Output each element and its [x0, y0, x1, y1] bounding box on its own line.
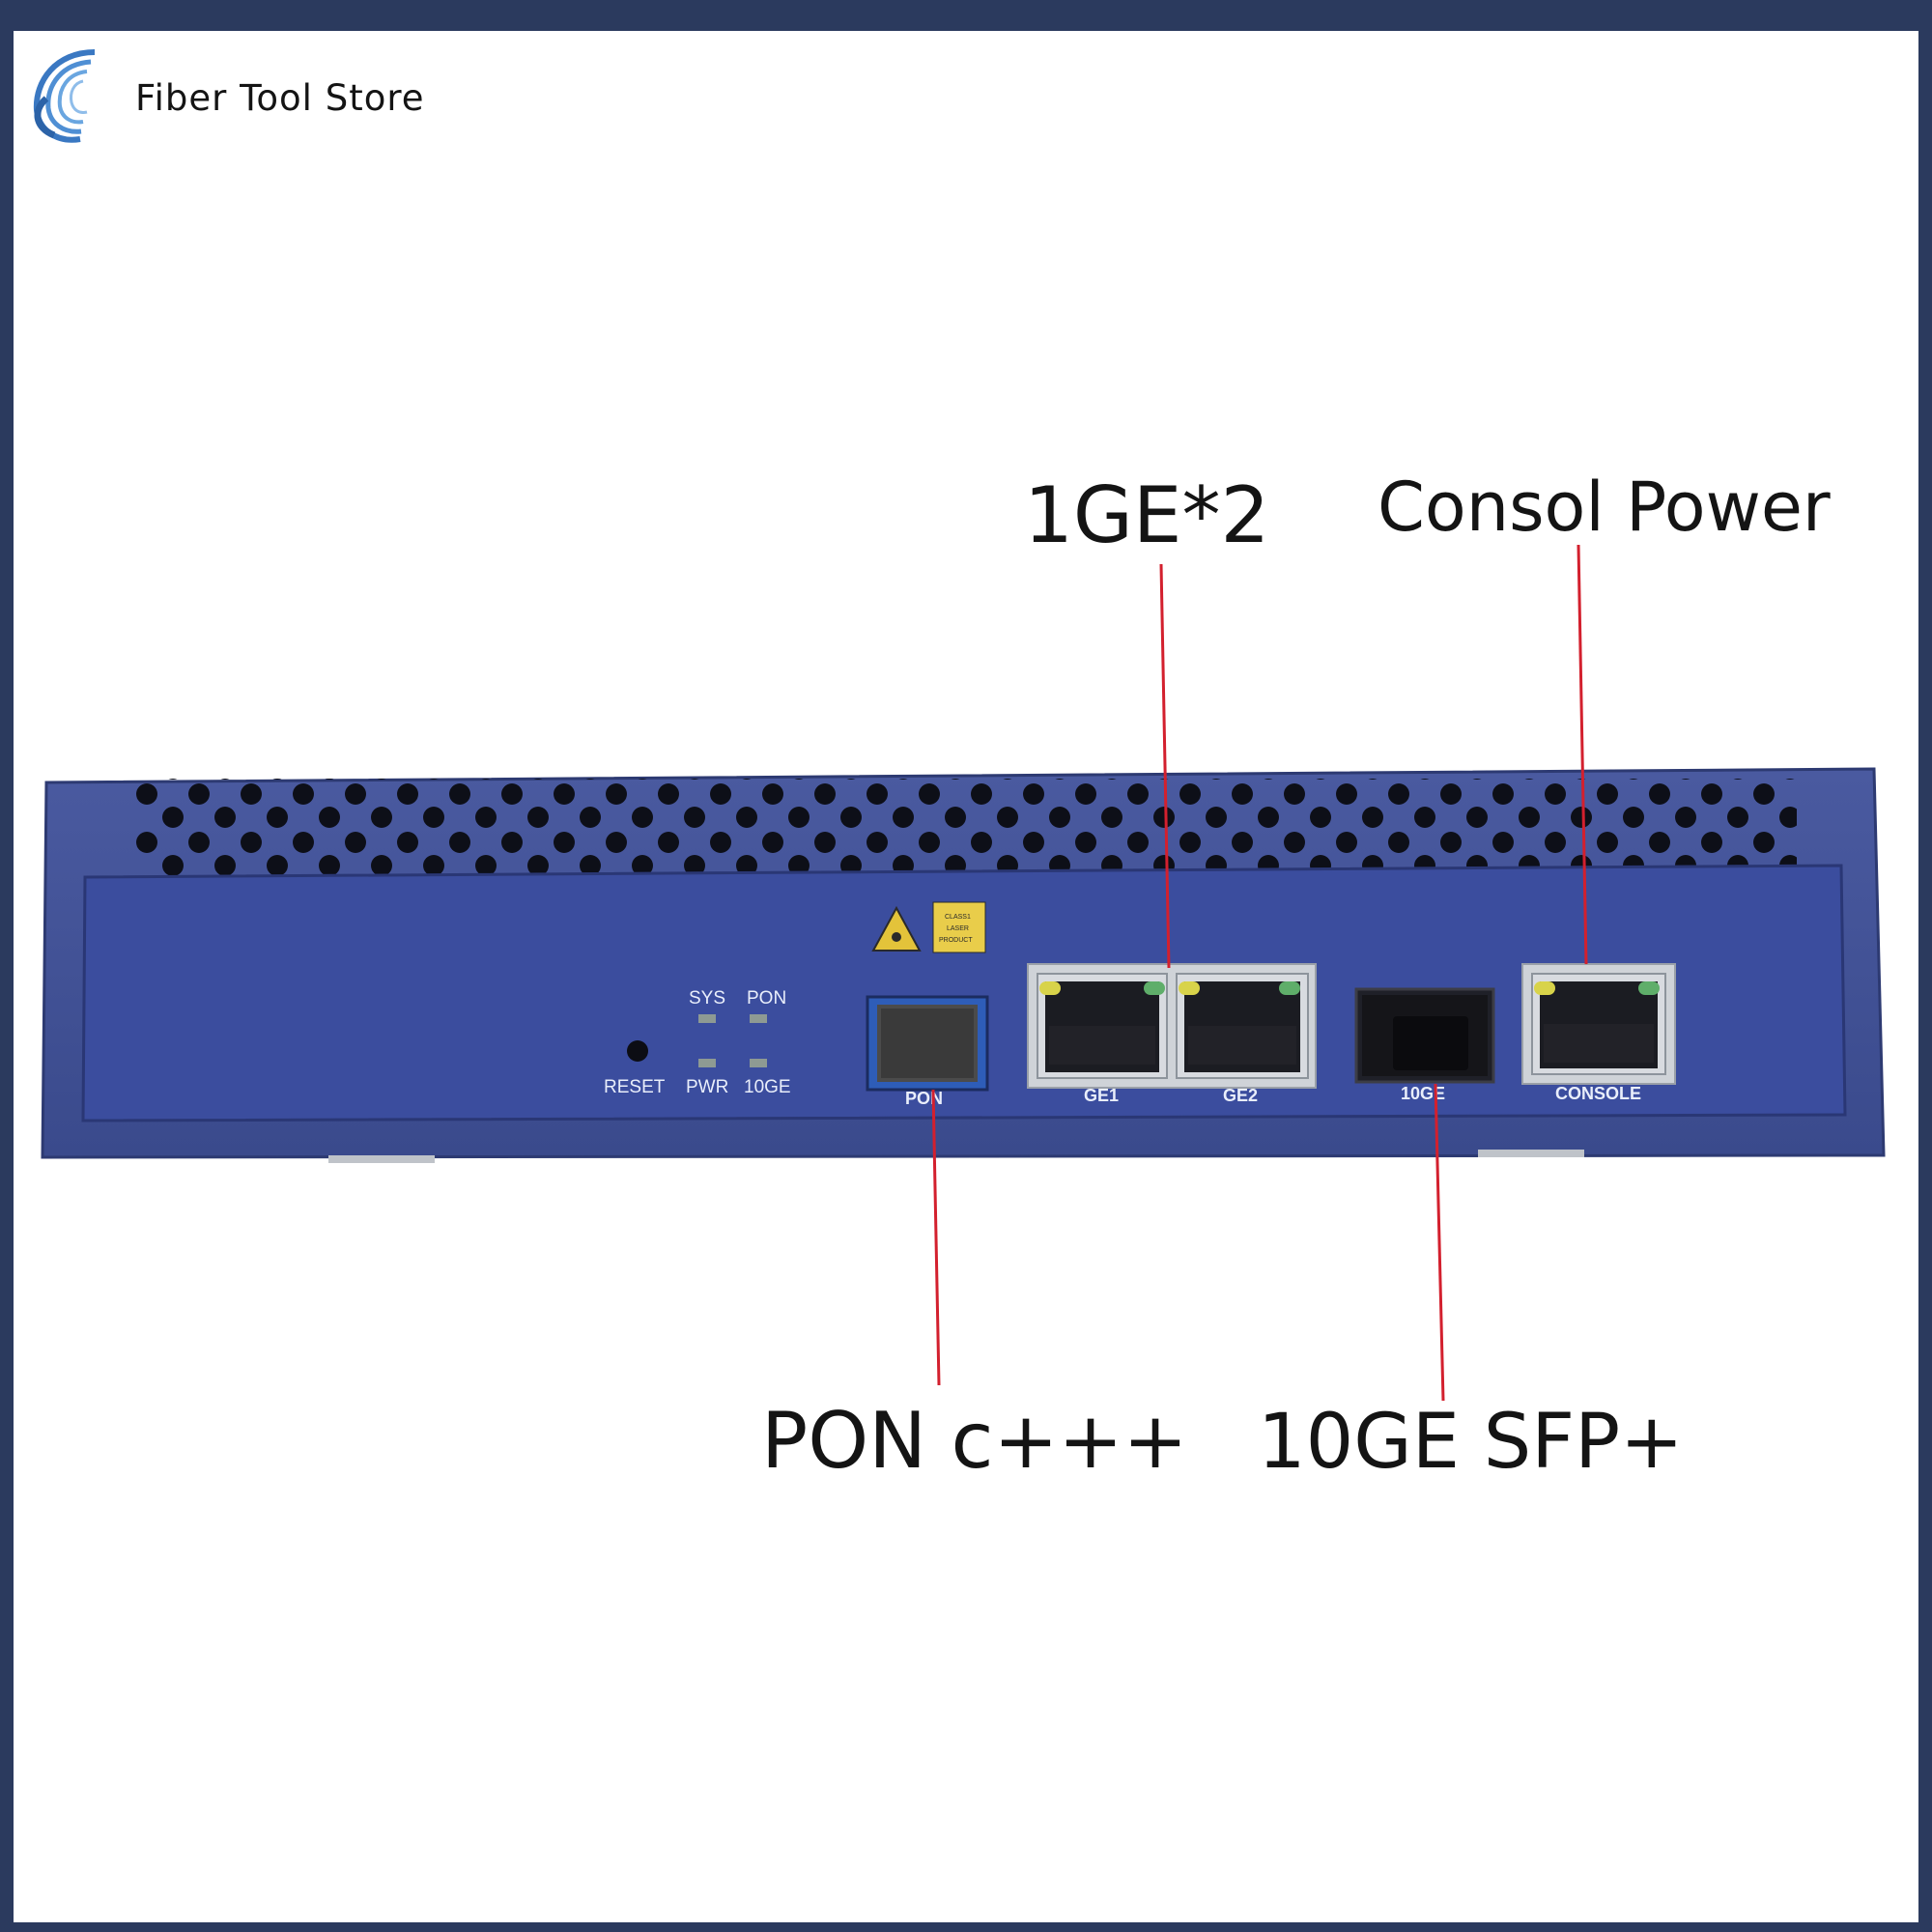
port-label-10ge: 10GE [1401, 1084, 1445, 1103]
port-label-ge1: GE1 [1084, 1086, 1119, 1105]
pon-port[interactable] [866, 995, 989, 1092]
led-ge2-link [1179, 981, 1200, 995]
led-label-pon: PON [747, 988, 786, 1009]
swirl-logo-icon [33, 49, 96, 143]
laser-warning-icon [871, 905, 922, 952]
svg-text:CLASS1: CLASS1 [945, 914, 971, 921]
laser-warning-label: CLASS1 LASER PRODUCT [871, 901, 986, 953]
led-ge1-link [1039, 981, 1061, 995]
port-label-pon: PON [905, 1089, 943, 1108]
led-label-sys: SYS [689, 988, 725, 1009]
ge1-port[interactable] [1037, 973, 1168, 1079]
callout-10ge-sfp: 10GE SFP+ [1258, 1399, 1684, 1486]
pointer-line-ge [1159, 563, 1171, 969]
pointer-line-console [1577, 544, 1588, 965]
foot [1478, 1150, 1584, 1157]
callout-pon: PON c+++ [761, 1396, 1188, 1486]
reset-button[interactable] [627, 1040, 648, 1062]
led-ge1-act [1144, 981, 1165, 995]
led-label-10ge: 10GE [744, 1077, 791, 1097]
ge-port-block [1027, 963, 1317, 1089]
led-label-pwr: PWR [686, 1077, 728, 1097]
pointer-line-sfp [1434, 1083, 1445, 1402]
port-label-ge2: GE2 [1223, 1086, 1258, 1105]
callout-console-power: Consol Power [1378, 468, 1831, 547]
reset-label: RESET [604, 1077, 666, 1097]
brand-name: Fiber Tool Store [135, 77, 425, 119]
led-ge2-act [1279, 981, 1300, 995]
ge2-port[interactable] [1176, 973, 1309, 1079]
led-pon [750, 1014, 767, 1023]
led-pwr [698, 1059, 716, 1067]
ventilation-holes [135, 779, 1797, 875]
console-port[interactable] [1521, 963, 1676, 1085]
sfp-plus-port[interactable] [1354, 987, 1495, 1084]
led-10ge [750, 1059, 767, 1067]
port-label-console: CONSOLE [1555, 1084, 1641, 1103]
led-sys [698, 1014, 716, 1023]
led-console-act [1638, 981, 1660, 995]
svg-text:PRODUCT: PRODUCT [939, 937, 973, 944]
led-console-link [1534, 981, 1555, 995]
svg-text:LASER: LASER [947, 925, 969, 932]
callout-1ge: 1GE*2 [1024, 470, 1270, 560]
brand-logo: Fiber Tool Store [27, 43, 433, 149]
foot [328, 1155, 435, 1163]
pointer-line-pon [931, 1089, 941, 1386]
